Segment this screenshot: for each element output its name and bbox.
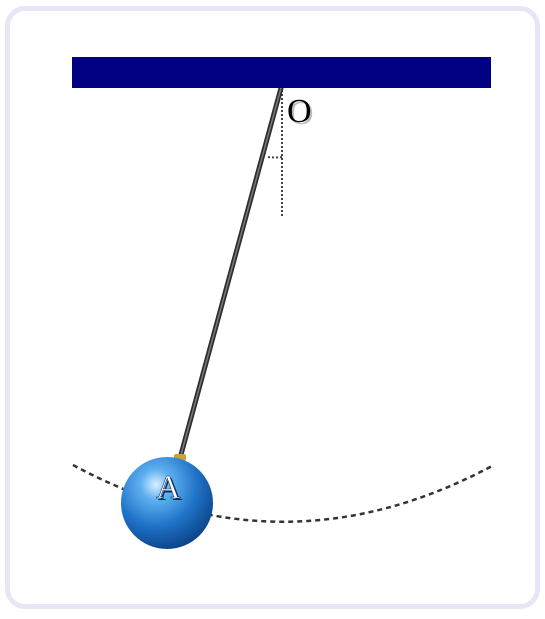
swing-path-arc bbox=[72, 463, 493, 523]
pivot-label: O bbox=[289, 95, 314, 132]
diagram-panel bbox=[5, 6, 540, 609]
ceiling-bar bbox=[72, 57, 491, 88]
angle-marker bbox=[267, 156, 283, 159]
bob-label-shadow: A bbox=[158, 471, 183, 508]
pivot-label-text: O bbox=[287, 93, 312, 130]
pendulum-bob bbox=[121, 457, 213, 549]
bob-label: A bbox=[156, 469, 181, 506]
pendulum-rod-highlight bbox=[178, 87, 282, 463]
